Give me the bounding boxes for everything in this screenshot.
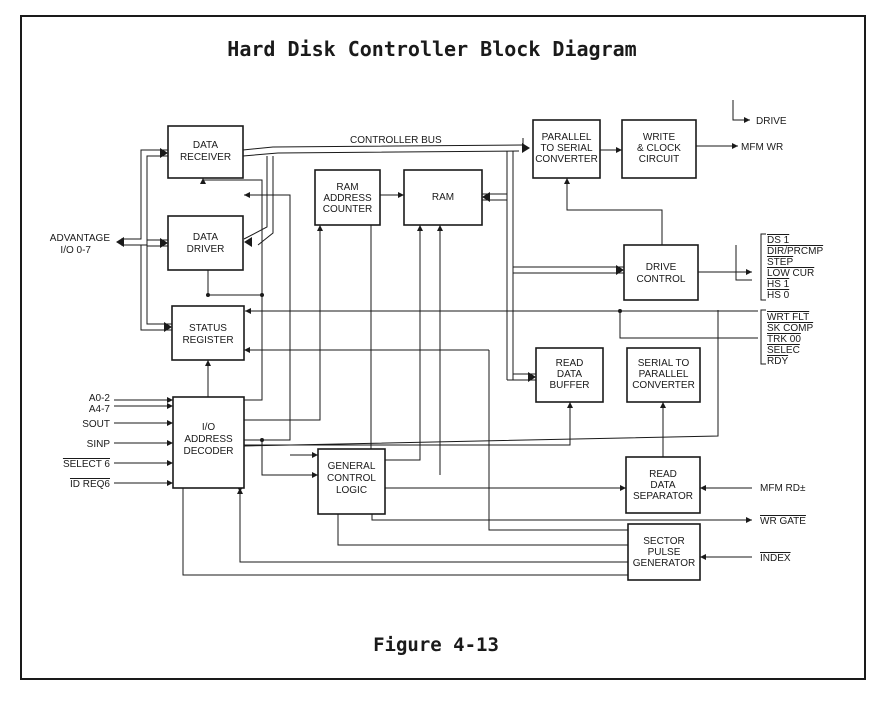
wiring — [114, 100, 758, 576]
drive-signals-group: DS 1 DIR/PRCMP STEP LOW CUR HS 1 HS 0 — [760, 233, 823, 301]
advantage-label: ADVANTAGE — [50, 233, 111, 244]
sout-label: SOUT — [82, 419, 110, 430]
block-label: SERIAL TO — [638, 358, 690, 369]
block-label: DATA — [557, 369, 583, 380]
block-parallel-to-serial-converter: PARALLEL TO SERIAL CONVERTER — [532, 119, 601, 179]
block-label: GENERATOR — [633, 558, 695, 569]
block-label: I/O — [202, 422, 216, 433]
block-label: WRITE — [643, 132, 676, 143]
select6-label: SELECT 6 — [63, 459, 110, 470]
block-sector-pulse-generator: SECTOR PULSE GENERATOR — [627, 523, 701, 581]
drive-label: DRIVE — [756, 116, 787, 127]
block-label: PARALLEL — [542, 132, 592, 143]
selec-label: SELEC — [767, 345, 800, 356]
status-signals-group: WRT FLT SK COMP TRK 00 SELEC RDY — [760, 309, 813, 367]
block-label: CONVERTER — [535, 154, 598, 165]
block-label: SEPARATOR — [633, 491, 693, 502]
block-label: RECEIVER — [180, 152, 231, 163]
low-cur-label: LOW CUR — [767, 268, 814, 279]
idreq6-label: ID REQ6 — [70, 479, 110, 490]
block-status-register: STATUS REGISTER — [171, 305, 245, 361]
block-label: PULSE — [648, 547, 681, 558]
block-data-driver: DATA DRIVER — [167, 215, 244, 271]
sk-comp-label: SK COMP — [767, 323, 813, 334]
block-label: & CLOCK — [637, 143, 681, 154]
block-io-address-decoder: I/O ADDRESS DECODER — [172, 396, 245, 489]
dir-prcmp-label: DIR/PRCMP — [767, 246, 823, 257]
block-label: PARALLEL — [639, 369, 689, 380]
mfm-wr-label: MFM WR — [741, 142, 783, 153]
a0-2-label: A0-2 — [89, 393, 111, 404]
block-label: LOGIC — [336, 485, 367, 496]
block-label: CIRCUIT — [639, 154, 680, 165]
block-serial-to-parallel-converter: SERIAL TO PARALLEL CONVERTER — [626, 347, 701, 403]
block-label: DATA — [650, 480, 676, 491]
block-label: SECTOR — [643, 536, 685, 547]
block-label: DATA — [193, 232, 219, 243]
block-ram-address-counter: RAM ADDRESS COUNTER — [314, 169, 381, 226]
block-label: COUNTER — [323, 204, 372, 215]
block-label: DECODER — [183, 446, 233, 457]
block-drive-control: DRIVE CONTROL — [623, 244, 699, 301]
block-label: CONTROL — [637, 274, 686, 285]
block-label: CONVERTER — [632, 380, 695, 391]
step-label: STEP — [767, 257, 793, 268]
block-label: BUFFER — [550, 380, 590, 391]
block-label: TO SERIAL — [540, 143, 592, 154]
block-label: DATA — [193, 140, 219, 151]
ds1-label: DS 1 — [767, 235, 790, 246]
block-label: DRIVE — [646, 262, 677, 273]
wrt-flt-label: WRT FLT — [767, 312, 809, 323]
block-label: DRIVER — [187, 244, 225, 255]
diagram-title: Hard Disk Controller Block Diagram — [227, 37, 636, 61]
block-label: RAM — [432, 192, 454, 203]
controller-bus-label: CONTROLLER BUS — [350, 135, 442, 146]
block-general-control-logic: GENERAL CONTROL LOGIC — [317, 448, 386, 515]
block-label: ADDRESS — [323, 193, 372, 204]
block-data-receiver: DATA RECEIVER — [167, 125, 244, 179]
block-label: REGISTER — [182, 335, 233, 346]
wr-gate-label: WR GATE — [760, 516, 806, 527]
block-read-data-separator: READ DATA SEPARATOR — [625, 456, 701, 514]
hs1-label: HS 1 — [767, 279, 790, 290]
hs0-label: HS 0 — [767, 290, 790, 301]
sinp-label: SINP — [87, 439, 111, 450]
block-label: ADDRESS — [184, 434, 233, 445]
block-label: READ — [556, 358, 584, 369]
block-read-data-buffer: READ DATA BUFFER — [535, 347, 604, 403]
trk00-label: TRK 00 — [767, 334, 801, 345]
block-label: GENERAL — [328, 461, 376, 472]
block-label: STATUS — [189, 323, 227, 334]
block-ram: RAM — [403, 169, 483, 226]
diagram-frame — [20, 15, 866, 680]
block-write-clock-circuit: WRITE & CLOCK CIRCUIT — [621, 119, 697, 179]
index-label: INDEX — [760, 553, 791, 564]
figure-caption: Figure 4-13 — [373, 634, 499, 656]
junction-dots — [206, 293, 622, 490]
advantage-io-label: I/O 0-7 — [60, 245, 91, 256]
rdy-label: RDY — [767, 356, 788, 367]
block-label: READ — [649, 469, 677, 480]
block-label: CONTROL — [327, 473, 376, 484]
mfm-rd-label: MFM RD± — [760, 483, 806, 494]
a4-7-label: A4-7 — [89, 404, 111, 415]
block-label: RAM — [336, 182, 358, 193]
